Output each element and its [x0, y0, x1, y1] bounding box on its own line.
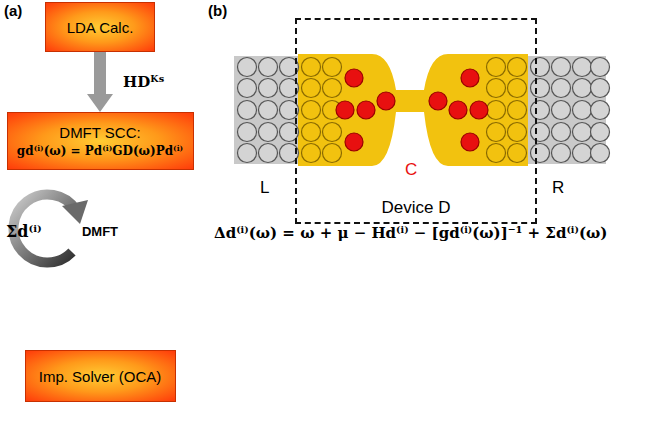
process-box: DMFT SCC: gd⁽ⁱ⁾(ω) = Pd⁽ⁱ⁾GD(ω)Pd⁽ⁱ⁾ — [7, 112, 194, 170]
atom — [302, 58, 321, 77]
atom — [508, 101, 527, 120]
atom — [573, 144, 592, 163]
atom — [238, 144, 257, 163]
atom — [259, 79, 278, 98]
atom — [238, 123, 257, 142]
atom — [552, 101, 571, 120]
process-box: Imp. Solver (OCA) — [25, 350, 176, 402]
atom — [508, 58, 527, 77]
atom — [591, 123, 610, 142]
loop-label: DMFT — [74, 216, 126, 246]
atom — [461, 133, 479, 151]
atom — [531, 123, 550, 142]
left-lead — [234, 56, 300, 164]
atom — [552, 79, 571, 98]
device-region — [298, 54, 528, 166]
atom — [357, 101, 375, 119]
atom — [461, 69, 479, 87]
atom — [531, 79, 550, 98]
node-title: DMFT — [82, 224, 118, 239]
node-title: DMFT SCC: — [59, 124, 140, 141]
atom — [238, 79, 257, 98]
atom — [531, 58, 550, 77]
edge-label: HDᴷˢ — [121, 73, 166, 91]
atom — [429, 92, 447, 110]
atom — [259, 101, 278, 120]
node-title: LDA Calc. — [67, 19, 134, 36]
atom — [259, 144, 278, 163]
node-title: Device D — [382, 198, 451, 218]
atom — [377, 92, 395, 110]
atom — [323, 58, 342, 77]
atom — [302, 123, 321, 142]
atom — [449, 101, 467, 119]
atom — [508, 144, 527, 163]
atom — [345, 133, 363, 151]
atom — [591, 58, 610, 77]
atom — [259, 123, 278, 142]
device-box: Device D — [295, 18, 537, 224]
node-title: Imp. Solver (OCA) — [39, 368, 162, 385]
atom — [508, 123, 527, 142]
atom — [323, 144, 342, 163]
atom — [591, 101, 610, 120]
atom — [591, 144, 610, 163]
process-box: LDA Calc. — [45, 2, 155, 52]
atom — [487, 123, 506, 142]
atom — [531, 144, 550, 163]
atoms — [238, 58, 610, 163]
atom — [487, 144, 506, 163]
atom — [531, 101, 550, 120]
atom — [487, 79, 506, 98]
atom — [345, 69, 363, 87]
atom — [573, 101, 592, 120]
atom — [552, 144, 571, 163]
panel-label: (b) — [208, 2, 227, 19]
block-arrow — [87, 52, 113, 112]
formula: gd⁽ⁱ⁾(ω) = Pd⁽ⁱ⁾GD(ω)Pd⁽ⁱ⁾ — [17, 144, 183, 158]
atom — [238, 101, 257, 120]
atom — [573, 58, 592, 77]
atom — [487, 58, 506, 77]
atom — [487, 101, 506, 120]
atom — [259, 58, 278, 77]
region-label: R — [552, 178, 564, 198]
atom — [470, 101, 488, 119]
atom — [508, 79, 527, 98]
atom — [323, 123, 342, 142]
atom — [591, 79, 610, 98]
atom — [552, 58, 571, 77]
panel-label: (a) — [4, 2, 22, 19]
atom — [323, 79, 342, 98]
atom — [336, 101, 354, 119]
region-label: C — [405, 160, 417, 180]
region-label: L — [260, 178, 269, 198]
equation: Δd⁽ⁱ⁾(ω) = ω + μ − Hd⁽ⁱ⁾ − [gd⁽ⁱ⁾(ω)]⁻¹ … — [214, 224, 607, 242]
atom — [302, 101, 321, 120]
atom — [573, 79, 592, 98]
self-energy-label: Σd⁽ⁱ⁾ — [6, 222, 42, 241]
atom — [302, 79, 321, 98]
atom — [552, 123, 571, 142]
atom — [238, 58, 257, 77]
atom — [573, 123, 592, 142]
atom — [302, 144, 321, 163]
